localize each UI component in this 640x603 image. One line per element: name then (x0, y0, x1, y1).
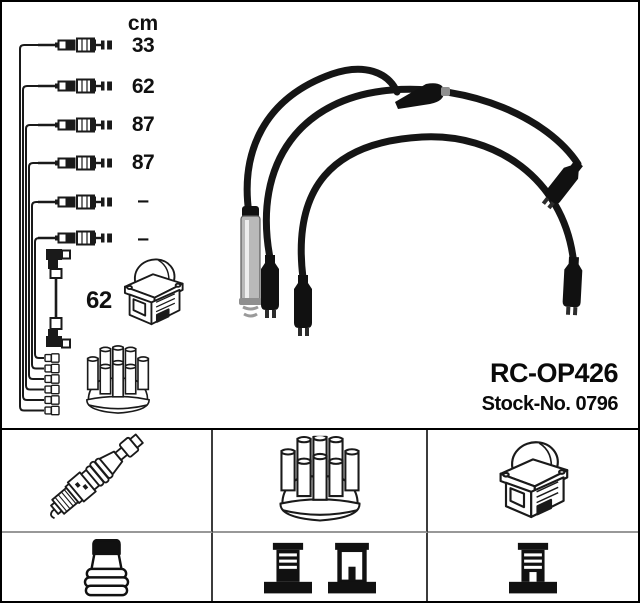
coil-terminal-icon (509, 542, 557, 593)
legend-cell-spark-plug (2, 430, 213, 533)
product-diagram-section: cm 33 62 87 87 – – 62 RC-OP426 Stock-No.… (2, 2, 638, 426)
spark-plug-icon (40, 430, 149, 525)
diagram-artwork (19, 37, 583, 416)
cable-length-2: 62 (131, 75, 155, 98)
spark-plug-boot-icon (83, 539, 130, 597)
distributor-cap-icon (278, 435, 361, 522)
stock-number: Stock-No. 0796 (481, 393, 619, 415)
cable-assembly-rows (38, 37, 114, 246)
cable-length-3: 87 (131, 113, 155, 136)
components-legend-table (2, 428, 638, 601)
legend-cell-distributor-cap (213, 430, 428, 533)
legend-cell-coil-terminal (428, 533, 638, 601)
distributor-connector-stack (44, 353, 60, 416)
product-code: RC-OP426 (489, 358, 619, 388)
cable-length-5: – (137, 189, 149, 212)
unit-header: cm (127, 12, 159, 35)
coil-wire-length: 62 (86, 287, 112, 314)
cable-set-photo (239, 65, 583, 336)
black-plug-boots (261, 159, 583, 336)
legend-cell-plug-boot (2, 533, 213, 601)
silver-plug-boot (239, 206, 262, 318)
cable-length-1: 33 (131, 34, 155, 57)
cable-length-6: – (137, 227, 149, 250)
ignition-coil-icon (499, 440, 569, 518)
legend-cell-distributor-terminals (213, 533, 428, 601)
cable-length-4: 87 (131, 151, 155, 174)
coil-cable-drawing (46, 249, 71, 349)
wire-bundle (19, 44, 44, 412)
distributor-terminal-open-icon (328, 540, 376, 597)
coil-wire-connector (395, 83, 450, 109)
distributor-cap-drawing (85, 344, 151, 414)
distributor-terminal-icon (263, 542, 312, 593)
legend-cell-ignition-coil (428, 430, 638, 533)
